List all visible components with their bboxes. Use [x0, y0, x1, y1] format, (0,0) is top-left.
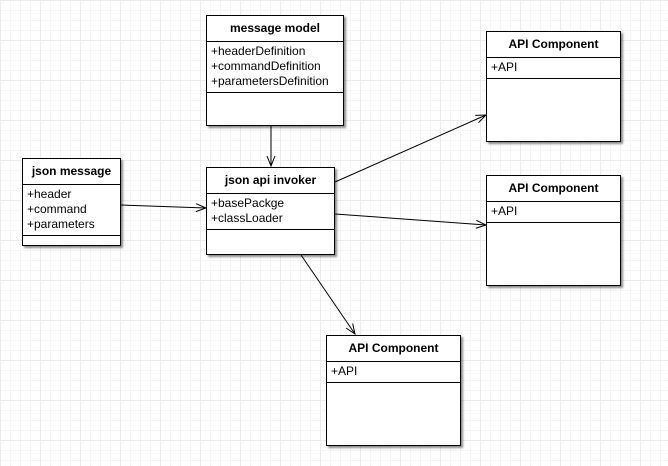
attribute: +basePackge — [211, 196, 285, 210]
class-api-component-middle[interactable]: API Component +API — [486, 175, 621, 286]
class-methods — [487, 223, 620, 285]
arrow-invoker-to-component-top — [334, 115, 486, 183]
attribute: +classLoader — [211, 211, 283, 225]
class-message-model[interactable]: message model +headerDefinition +command… — [206, 15, 344, 126]
class-methods — [23, 236, 120, 245]
class-title: API Component — [487, 32, 620, 58]
attribute: +header — [27, 187, 72, 201]
class-api-component-top[interactable]: API Component +API — [486, 31, 621, 142]
class-title: message model — [207, 16, 343, 42]
class-attributes: +header +command +parameters — [23, 185, 120, 236]
attribute: +commandDefinition — [211, 59, 321, 73]
attribute: +parametersDefinition — [211, 74, 329, 88]
attribute: +API — [491, 204, 518, 218]
class-json-message[interactable]: json message +header +command +parameter… — [22, 158, 121, 246]
class-attributes: +basePackge +classLoader — [207, 194, 334, 230]
arrow-message-to-invoker — [120, 205, 206, 208]
class-attributes: +API — [487, 202, 620, 223]
arrow-invoker-to-component-middle — [334, 213, 486, 225]
attribute: +headerDefinition — [211, 44, 306, 58]
class-attributes: +headerDefinition +commandDefinition +pa… — [207, 42, 343, 93]
class-methods — [487, 79, 620, 141]
class-methods — [207, 93, 343, 125]
class-title: json message — [23, 159, 120, 185]
class-attributes: +API — [487, 58, 620, 79]
attribute: +command — [27, 202, 87, 216]
class-methods — [327, 383, 460, 445]
attribute: +API — [331, 364, 358, 378]
class-methods — [207, 230, 334, 254]
arrow-invoker-to-component-bottom — [300, 254, 355, 334]
class-api-component-bottom[interactable]: API Component +API — [326, 335, 461, 446]
attribute: +parameters — [27, 217, 95, 231]
class-attributes: +API — [327, 362, 460, 383]
class-title: API Component — [327, 336, 460, 362]
class-title: json api invoker — [207, 168, 334, 194]
class-json-api-invoker[interactable]: json api invoker +basePackge +classLoade… — [206, 167, 335, 255]
attribute: +API — [491, 60, 518, 74]
class-title: API Component — [487, 176, 620, 202]
